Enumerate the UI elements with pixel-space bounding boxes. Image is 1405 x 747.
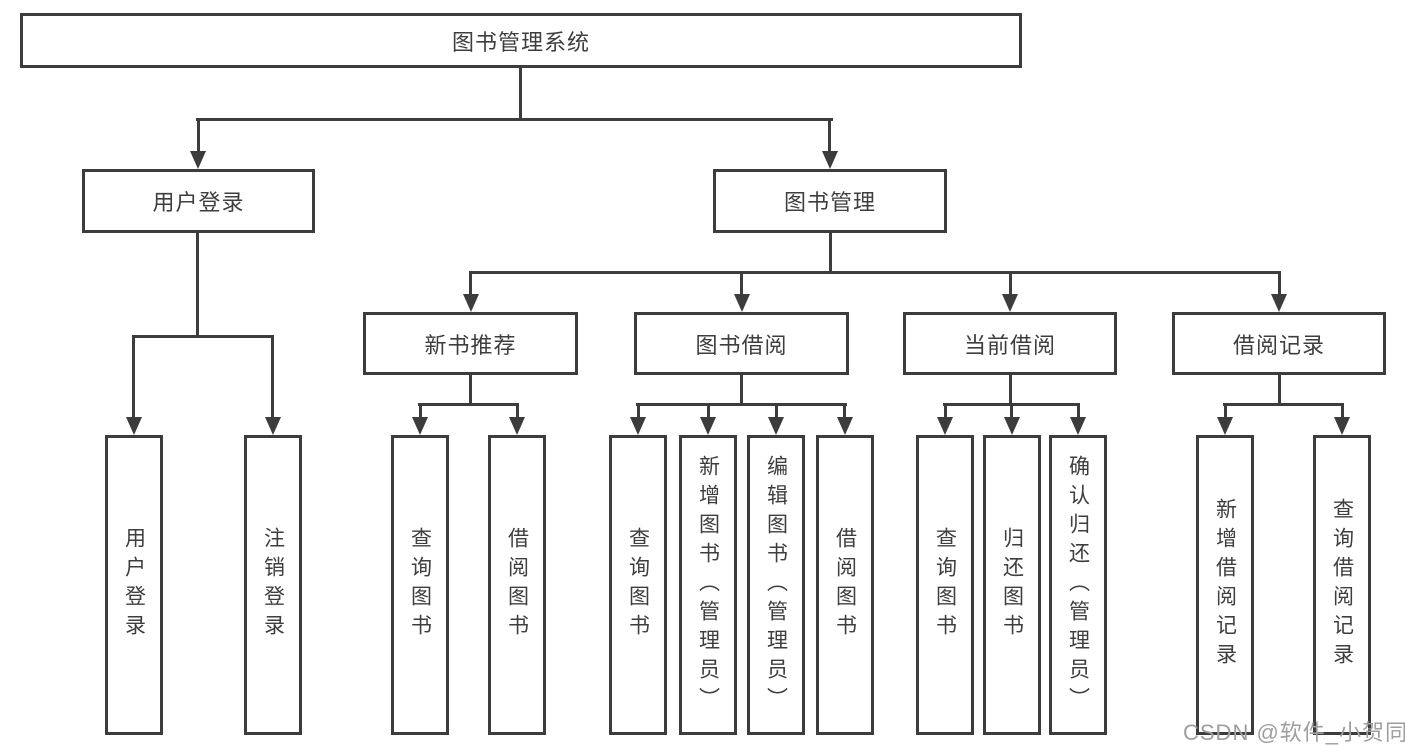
connector-to-book-management-stem [828,118,831,152]
arrowhead-to-leaf [700,417,716,435]
connector-to-book-borrow-stem [740,271,743,296]
connector-leaf-stem [637,403,640,419]
node-new-book-recommend-label: 新书推荐 [424,332,517,358]
connector-to-new-book-stem [469,271,472,296]
leaf-label: 新增借阅记录 [1213,498,1237,672]
arrowhead-to-leaf [509,417,525,435]
arrowhead-to-leaf [837,417,853,435]
leaf-label: 用户登录 [122,527,146,643]
node-leaf-recommend-query-books: 查询图书 [391,435,449,735]
node-leaf-borrow-query-books: 查询图书 [609,435,667,735]
connector-book-borrow-stem2 [740,375,743,406]
connector-to-current-borrow-stem [1009,271,1012,296]
connector-user-login-split [132,335,274,338]
connector-leaf-stem [1341,403,1344,419]
leaf-label: 查询借阅记录 [1330,498,1354,672]
connector-leaf-stem [944,403,947,419]
node-leaf-user-login-action: 用户登录 [105,435,163,735]
connector-book-management-stem [829,233,832,273]
node-leaf-add-books-admin: 新增图书（管理员） [679,435,737,735]
csdn-watermark: CSDN @软件_小贺同学 [1183,720,1405,745]
arrowhead-to-leaf [1070,417,1086,435]
connector-current-borrow-stem2 [1009,375,1012,406]
node-current-borrow: 当前借阅 [903,312,1117,375]
connector-book-borrow-split [636,403,847,406]
node-leaf-current-query-books: 查询图书 [916,435,974,735]
leaf-label: 查询图书 [408,527,432,643]
connector-leaf-stem [1077,403,1080,419]
node-user-login: 用户登录 [82,169,315,233]
node-leaf-query-borrow-record: 查询借阅记录 [1313,435,1371,735]
connector-new-book-split [418,403,519,406]
leaf-label: 查询图书 [933,527,957,643]
node-root-label: 图书管理系统 [451,29,590,55]
node-leaf-add-borrow-record: 新增借阅记录 [1196,435,1254,735]
arrowhead-to-borrow-records [1271,294,1287,312]
arrowhead-to-logout-leaf [265,417,281,435]
connector-borrow-records-stem2 [1278,375,1281,406]
connector-leaf-stem [775,403,778,419]
connector-to-borrow-records-stem [1278,271,1281,296]
leaf-label: 查询图书 [626,527,650,643]
connector-to-logout-leaf-stem [271,335,274,419]
node-book-management: 图书管理 [713,169,947,233]
connector-book-management-split [469,271,1281,274]
arrowhead-to-leaf [630,417,646,435]
leaf-label: 归还图书 [1000,527,1024,643]
arrowhead-to-leaf [412,417,428,435]
leaf-label: 借阅图书 [505,527,529,643]
connector-leaf-stem [419,403,422,419]
connector-leaf-stem [516,403,519,419]
node-book-borrow-label: 图书借阅 [695,332,788,358]
node-leaf-edit-books-admin: 编辑图书（管理员） [747,435,805,735]
arrowhead-to-leaf [937,417,953,435]
connector-root-split [196,118,833,121]
node-borrow-records-label: 借阅记录 [1232,332,1325,358]
connector-user-login-stem [196,233,199,337]
arrowhead-to-book-borrow [734,294,750,312]
connector-new-book-stem [469,375,472,406]
arrowhead-to-leaf [1004,417,1020,435]
leaf-label: 新增图书（管理员） [696,454,720,716]
node-leaf-confirm-return-admin: 确认归还（管理员） [1049,435,1107,735]
connector-to-login-leaf-stem [132,335,135,419]
node-book-management-label: 图书管理 [783,190,876,215]
leaf-label: 确认归还（管理员） [1066,454,1090,716]
leaf-label: 注销登录 [261,527,285,643]
arrowhead-to-new-book [463,294,479,312]
node-user-login-label: 用户登录 [152,190,245,215]
node-leaf-return-books: 归还图书 [983,435,1041,735]
connector-leaf-stem [1224,403,1227,419]
connector-leaf-stem [1010,403,1013,419]
arrowhead-to-user-login [190,151,206,169]
connector-leaf-stem [707,403,710,419]
arrowhead-to-login-leaf [126,417,142,435]
connector-borrow-records-split [1223,403,1344,406]
node-book-borrow: 图书借阅 [634,312,849,375]
connector-to-user-login-stem [197,118,200,152]
connector-root-stem [519,68,522,121]
node-current-borrow-label: 当前借阅 [963,332,1056,358]
leaf-label: 编辑图书（管理员） [764,454,788,716]
arrowhead-to-leaf [1217,417,1233,435]
arrowhead-to-leaf [1334,417,1350,435]
connector-leaf-stem [843,403,846,419]
node-borrow-records: 借阅记录 [1172,312,1386,375]
arrowhead-to-leaf [768,417,784,435]
node-leaf-logout: 注销登录 [244,435,302,735]
node-root: 图书管理系统 [20,13,1022,68]
node-new-book-recommend: 新书推荐 [363,312,578,375]
leaf-label: 借阅图书 [833,527,857,643]
node-leaf-recommend-borrow-books: 借阅图书 [488,435,546,735]
node-leaf-borrow-books: 借阅图书 [816,435,874,735]
arrowhead-to-current-borrow [1002,294,1018,312]
arrowhead-to-book-management [822,151,838,169]
